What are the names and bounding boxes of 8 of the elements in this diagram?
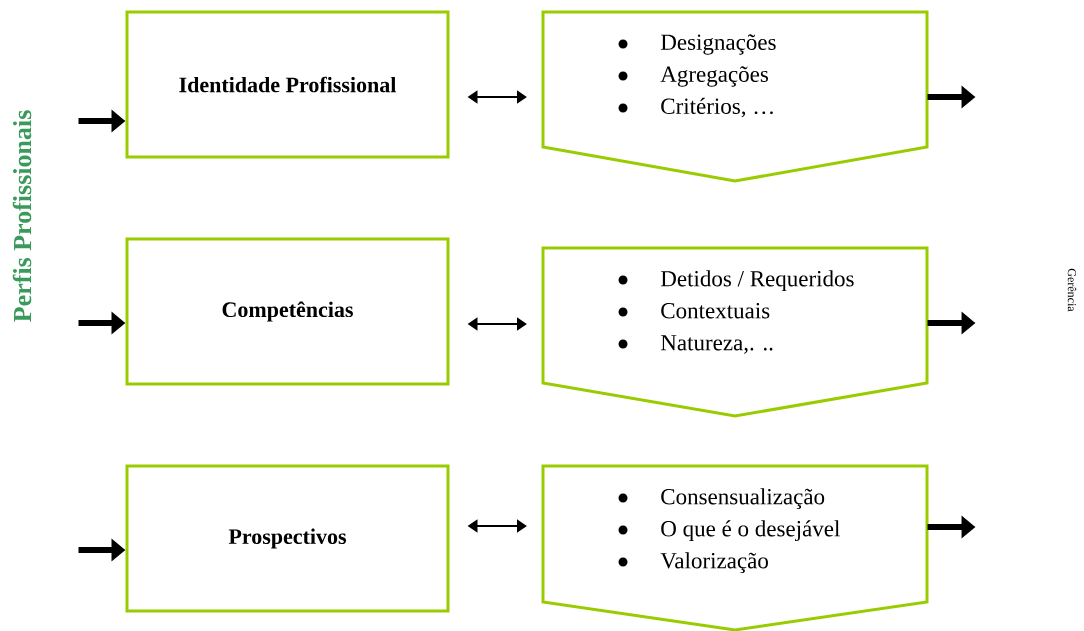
side-label: Gerência [1067,268,1077,312]
pentagon-box: Designações Agregações Critérios, … [541,10,929,183]
pentagon-box: Detidos / Requeridos Contextuais Natureza,. .. [541,246,929,418]
process-box: Prospectivos [125,464,450,613]
vertical-title: Perfis Profissionais [12,110,32,322]
process-box: Competências [125,237,450,386]
process-box: Identidade Profissional [125,10,450,159]
pentagon-box: Consensualização O que é o desejável Valorização [541,464,929,631]
